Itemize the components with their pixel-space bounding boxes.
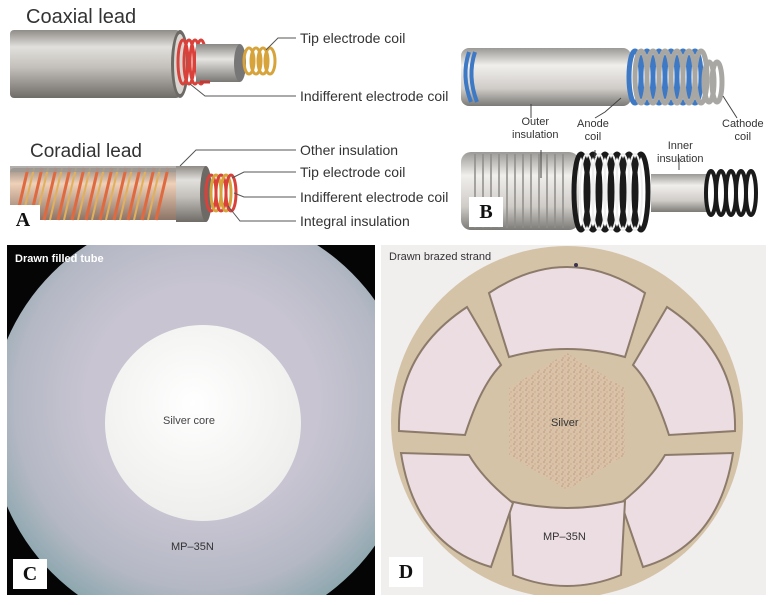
panel-d-cross-section <box>391 246 743 595</box>
outer-insulation-label: Outer insulation <box>512 116 559 141</box>
coradial-lead-illustration <box>10 149 296 222</box>
coaxial-lead-illustration <box>10 30 296 98</box>
panel-a-letter: A <box>6 205 40 235</box>
panel-d-brazed-strand-micrograph: Drawn brazed strand Silver MP–35N D <box>381 245 766 595</box>
inner-insulation-label: Inner insulation <box>657 140 704 165</box>
cathode-coil-label: Cathode coil <box>722 118 764 143</box>
panel-a-lead-diagram: Coaxial lead Tip electrode coil Indiffer… <box>0 0 455 240</box>
silver-core-label: Silver core <box>163 415 215 427</box>
panel-c-mp35n-label: MP–35N <box>171 541 214 553</box>
coradial-tip-coil-label: Tip electrode coil <box>300 164 406 180</box>
coradial-integral-insulation-label: Integral insulation <box>300 213 410 229</box>
coradial-other-insulation-label: Other insulation <box>300 142 399 158</box>
panel-b-lead-diagram: Outer insulation Anode coil Inner insula… <box>455 0 773 240</box>
silver-label: Silver <box>551 417 579 429</box>
panel-d-title: Drawn brazed strand <box>389 251 492 263</box>
lower-lead-illustration <box>461 151 758 233</box>
panel-a-illustration <box>10 30 296 222</box>
panel-b-letter: B <box>469 197 503 227</box>
anode-coil-label: Anode coil <box>577 118 609 143</box>
panel-d-mp35n-label: MP–35N <box>543 531 586 543</box>
coaxial-indifferent-coil-label: Indifferent electrode coil <box>300 88 449 104</box>
panel-c-title: Drawn filled tube <box>15 253 104 265</box>
coaxial-lead-title: Coaxial lead <box>26 6 137 28</box>
coradial-indifferent-coil-label: Indifferent electrode coil <box>300 189 449 205</box>
panel-c-letter: C <box>13 559 47 589</box>
coradial-lead-title: Coradial lead <box>30 141 142 162</box>
panel-c-cross-section <box>7 245 375 595</box>
upper-lead-illustration <box>461 48 725 106</box>
panel-c-filled-tube-micrograph: Drawn filled tube Silver core MP–35N C <box>7 245 375 595</box>
panel-d-letter: D <box>389 557 423 587</box>
panel-b-illustration <box>461 48 758 233</box>
coaxial-tip-coil-label: Tip electrode coil <box>300 30 406 46</box>
